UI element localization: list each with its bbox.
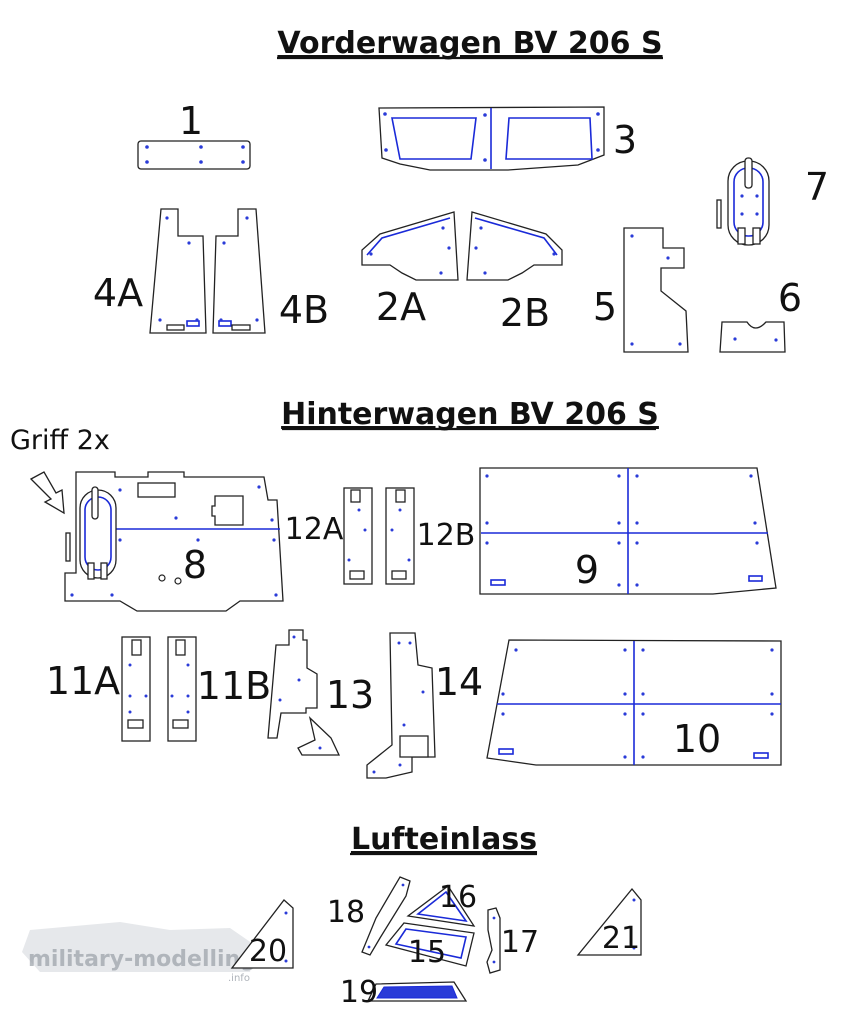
label-21: 21 (602, 921, 640, 956)
label-13: 13 (326, 673, 374, 717)
part-9: 9 (479, 467, 777, 595)
label-16: 16 (439, 880, 477, 915)
heading-rear-text: Hinterwagen BV 206 S (281, 397, 659, 432)
part-19: 19 (340, 975, 468, 1010)
heading-rear: Hinterwagen BV 206 S (281, 397, 659, 432)
label-20: 20 (249, 934, 287, 969)
part-11b: 11B (167, 636, 271, 742)
label-4b: 4B (279, 288, 329, 332)
griff-label: Griff 2x (10, 425, 110, 456)
griff-callout: Griff 2x (10, 425, 110, 515)
part-5: 5 (593, 227, 689, 353)
label-14: 14 (435, 660, 483, 704)
part-2a: 2A (361, 211, 459, 329)
label-15: 15 (408, 935, 446, 970)
label-18: 18 (327, 895, 365, 930)
part-16: 16 (406, 880, 477, 927)
heading-front: Vorderwagen BV 206 S (277, 26, 663, 61)
part-10: 10 (486, 639, 782, 766)
label-10: 10 (673, 717, 721, 761)
part-11a: 11A (46, 636, 151, 742)
label-4a: 4A (93, 271, 143, 315)
label-12a: 12A (285, 512, 344, 547)
label-6: 6 (778, 276, 802, 320)
label-1: 1 (179, 99, 203, 143)
part-13: 13 (267, 629, 374, 756)
part-7: 7 (716, 157, 829, 246)
griff-arrow (29, 471, 65, 515)
part-8: 8 (64, 471, 284, 612)
watermark-subtext: .info (228, 973, 250, 984)
watermark-tank-shape (22, 922, 256, 972)
label-5: 5 (593, 285, 617, 329)
label-3: 3 (613, 118, 637, 162)
part-4b: 4B (212, 208, 329, 334)
label-12b: 12B (417, 518, 476, 553)
label-8: 8 (183, 543, 207, 587)
watermark-text: military-modelling (28, 947, 256, 972)
label-19: 19 (340, 975, 378, 1010)
part-3: 3 (378, 106, 637, 171)
part-14: 14 (366, 632, 483, 779)
label-11a: 11A (46, 659, 120, 703)
part-12b: 12B (385, 487, 476, 585)
part-1: 1 (137, 99, 251, 170)
heading-front-text: Vorderwagen BV 206 S (277, 26, 662, 61)
part-4a: 4A (93, 208, 207, 334)
label-11b: 11B (197, 664, 271, 708)
heading-intake: Lufteinlass (350, 822, 537, 857)
watermark: military-modelling .info (22, 922, 256, 984)
part-2b: 2B (466, 211, 563, 335)
heading-intake-text: Lufteinlass (351, 822, 537, 857)
part-17: 17 (486, 907, 539, 974)
part-15: 15 (384, 922, 475, 970)
part-6: 6 (719, 276, 802, 353)
part-18: 18 (327, 876, 411, 956)
label-17: 17 (501, 925, 539, 960)
label-2b: 2B (500, 291, 550, 335)
part-21: 21 (576, 887, 642, 956)
part-12a: 12A (285, 487, 373, 585)
label-9: 9 (575, 548, 599, 592)
part-20: 20 (230, 899, 294, 969)
label-2a: 2A (376, 285, 426, 329)
label-7: 7 (805, 165, 829, 209)
